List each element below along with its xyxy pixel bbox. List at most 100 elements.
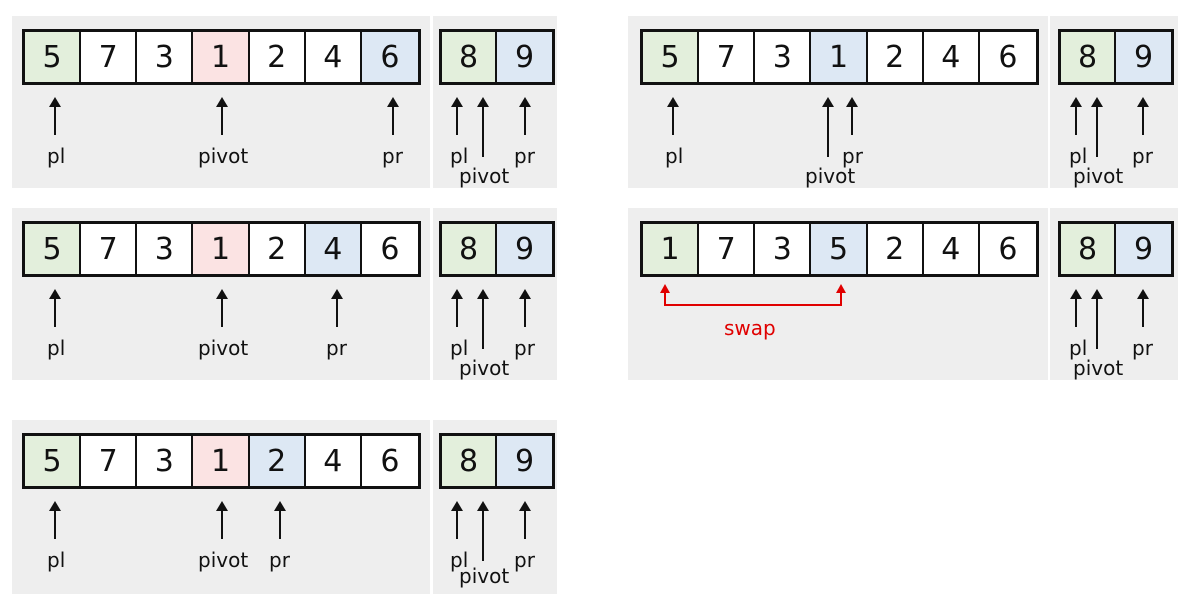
pr-label: pr <box>326 336 347 360</box>
step-4-main-array: 5 7 3 1 2 4 6 <box>640 29 1039 85</box>
swap-arrowhead-left <box>660 284 670 293</box>
array-cell: 3 <box>755 224 812 274</box>
pl-label: pl <box>47 336 66 360</box>
array-cell: 9 <box>497 224 552 274</box>
array-cell: 3 <box>137 224 194 274</box>
swap-line-bottom <box>664 304 842 306</box>
array-cell: 3 <box>137 32 194 82</box>
array-cell: 5 <box>25 436 82 486</box>
swap-label: swap <box>724 316 776 340</box>
swap-line-left <box>664 290 666 306</box>
array-cell: 2 <box>249 32 306 82</box>
array-cell: 1 <box>193 436 250 486</box>
pivot-arrow <box>1091 97 1103 157</box>
pr-label: pr <box>269 548 290 572</box>
pivot-arrow <box>216 97 228 135</box>
pivot-arrow <box>216 289 228 327</box>
array-cell: 6 <box>979 224 1036 274</box>
pr-arrow <box>331 289 343 327</box>
pr-label: pr <box>1132 336 1153 360</box>
step-3-main-array: 5 7 3 1 2 4 6 <box>22 433 421 489</box>
pivot-label: pivot <box>459 164 510 188</box>
pivot-label: pivot <box>459 564 510 588</box>
pivot-label: pivot <box>459 356 510 380</box>
array-cell: 8 <box>442 436 498 486</box>
pr-label: pr <box>382 144 403 168</box>
pr-arrow <box>1137 97 1149 135</box>
pr-arrow <box>519 289 531 327</box>
step-4-side-array: 8 9 <box>1058 29 1174 85</box>
array-cell: 5 <box>811 224 868 274</box>
pl-label: pl <box>450 144 469 168</box>
pl-arrow <box>1070 289 1082 327</box>
array-cell: 7 <box>81 224 138 274</box>
pl-arrow <box>451 501 463 539</box>
array-cell: 5 <box>25 224 82 274</box>
pr-label: pr <box>842 144 863 168</box>
pl-label: pl <box>47 144 66 168</box>
pl-arrow <box>451 97 463 135</box>
array-cell: 3 <box>137 436 194 486</box>
pr-arrow <box>387 97 399 135</box>
pr-label: pr <box>514 336 535 360</box>
pivot-label: pivot <box>1073 164 1124 188</box>
array-cell: 9 <box>1116 32 1171 82</box>
pr-arrow <box>274 501 286 539</box>
pr-label: pr <box>1132 144 1153 168</box>
pivot-label: pivot <box>198 144 249 168</box>
array-cell: 4 <box>305 224 362 274</box>
pivot-arrow <box>477 289 489 349</box>
step-1-main-array: 5 7 3 1 2 4 6 <box>22 29 421 85</box>
array-cell: 8 <box>442 32 498 82</box>
pivot-arrow <box>477 501 489 561</box>
pl-label: pl <box>450 548 469 572</box>
array-cell: 1 <box>193 224 250 274</box>
array-cell: 1 <box>193 32 250 82</box>
step-3-side-array: 8 9 <box>439 433 555 489</box>
array-cell: 4 <box>923 224 980 274</box>
swap-line-right <box>840 290 842 306</box>
array-cell: 5 <box>25 32 82 82</box>
array-cell: 8 <box>1061 32 1117 82</box>
pl-arrow <box>451 289 463 327</box>
array-cell: 2 <box>867 224 924 274</box>
pr-label: pr <box>514 548 535 572</box>
array-cell: 2 <box>867 32 924 82</box>
pl-label: pl <box>1069 144 1088 168</box>
pl-arrow <box>667 97 679 135</box>
array-cell: 6 <box>361 224 418 274</box>
step-2-side-array: 8 9 <box>439 221 555 277</box>
step-2-main-array: 5 7 3 1 2 4 6 <box>22 221 421 277</box>
array-cell: 6 <box>361 436 418 486</box>
array-cell: 4 <box>305 436 362 486</box>
pr-arrow <box>519 501 531 539</box>
pl-arrow <box>49 501 61 539</box>
array-cell: 7 <box>81 32 138 82</box>
array-cell: 7 <box>699 224 756 274</box>
array-cell: 1 <box>643 224 700 274</box>
array-cell: 2 <box>249 436 306 486</box>
array-cell: 9 <box>497 436 552 486</box>
pr-arrow <box>846 97 858 135</box>
pl-arrow <box>49 97 61 135</box>
pl-arrow <box>1070 97 1082 135</box>
pivot-arrow <box>822 97 834 157</box>
array-cell: 6 <box>361 32 418 82</box>
step-5-main-array: 1 7 3 5 2 4 6 <box>640 221 1039 277</box>
pr-arrow <box>519 97 531 135</box>
pivot-label: pivot <box>198 548 249 572</box>
step-1-side-array: 8 9 <box>439 29 555 85</box>
swap-arrowhead-right <box>836 284 846 293</box>
array-cell: 5 <box>643 32 700 82</box>
array-cell: 4 <box>305 32 362 82</box>
pivot-label: pivot <box>198 336 249 360</box>
array-cell: 2 <box>249 224 306 274</box>
pivot-arrow <box>1091 289 1103 349</box>
pr-arrow <box>1137 289 1149 327</box>
pr-label: pr <box>514 144 535 168</box>
array-cell: 1 <box>811 32 868 82</box>
pivot-label: pivot <box>1073 356 1124 380</box>
pl-label: pl <box>450 336 469 360</box>
pl-label: pl <box>1069 336 1088 360</box>
array-cell: 8 <box>442 224 498 274</box>
